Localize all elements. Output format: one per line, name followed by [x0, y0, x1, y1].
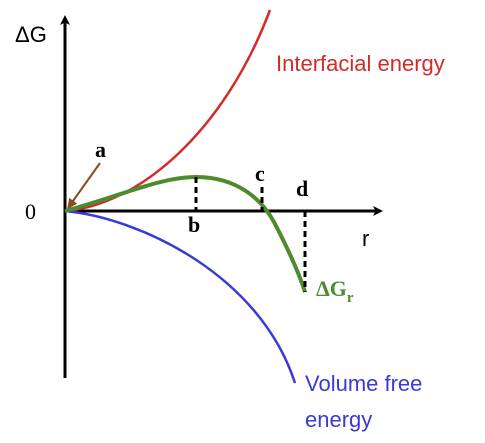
- point-a-label: a: [95, 137, 106, 162]
- y-axis-label: ΔG: [15, 22, 47, 47]
- total-free-energy-curve: [64, 174, 307, 293]
- origin-label: 0: [25, 199, 36, 224]
- total-free-energy-label-subscript: r: [347, 290, 354, 306]
- total-free-energy-label: ΔGr: [316, 276, 354, 306]
- point-b-label: b: [188, 212, 200, 237]
- point-a-pointer-arrow: [67, 162, 101, 209]
- volume-free-energy-curve: [64, 209, 297, 384]
- volume-free-energy-label-line2: energy: [305, 407, 372, 432]
- point-d-label: d: [296, 176, 308, 201]
- interfacial-energy-curve: [64, 9, 272, 213]
- x-axis-label: r: [362, 226, 369, 251]
- point-c-label: c: [255, 161, 265, 186]
- interfacial-energy-label: Interfacial energy: [276, 51, 445, 76]
- total-free-energy-label-main: ΔG: [316, 276, 347, 301]
- volume-free-energy-label-line1: Volume free: [305, 371, 422, 396]
